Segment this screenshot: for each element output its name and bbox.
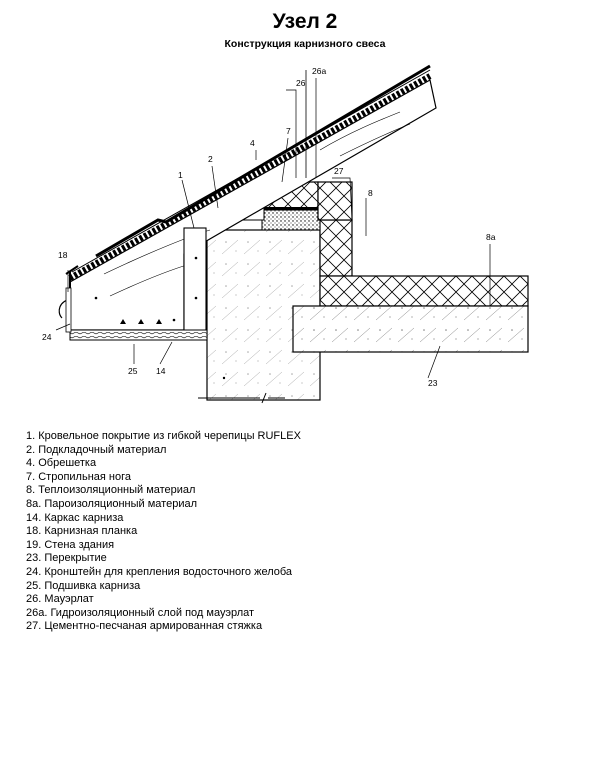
soffit xyxy=(69,319,208,341)
drip-edge xyxy=(58,265,79,333)
eave-section-drawing: 26a 26 7 4 2 1 27 8 8a 18 24 25 14 23 xyxy=(42,64,529,404)
page-subtitle: Конструкция карнизного свеса xyxy=(224,38,386,50)
legend-item: 19. Стена здания xyxy=(26,538,115,551)
page-title: Узел 2 xyxy=(272,10,338,33)
callout-8a: 8a xyxy=(486,232,496,242)
floor-slab xyxy=(292,305,529,353)
callout-7: 7 xyxy=(286,126,291,136)
legend-item: 14. Каркас карниза xyxy=(26,511,124,524)
callout-14: 14 xyxy=(156,366,166,376)
callout-4: 4 xyxy=(250,138,255,148)
legend-item: 24. Кронштейн для крепления водосточного… xyxy=(26,565,293,578)
legend-item: 27. Цементно-песчаная армированная стяжк… xyxy=(26,620,263,633)
legend-item: 2. Подкладочный материал xyxy=(26,443,167,456)
callout-24: 24 xyxy=(42,332,52,342)
legend-item: 26a. Гидроизоляционный слой под мауэрлат xyxy=(26,606,255,619)
legend-item: 18. Карнизная планка xyxy=(26,525,138,538)
legend-item: 8. Теплоизоляционный материал xyxy=(26,484,196,497)
leader-lines xyxy=(55,78,491,379)
sheathing xyxy=(68,73,432,281)
ceiling-insulation xyxy=(319,275,529,307)
callout-1: 1 xyxy=(178,170,183,180)
callout-27: 27 xyxy=(334,166,344,176)
callout-25: 25 xyxy=(128,366,138,376)
wall-insulation xyxy=(319,219,353,277)
callout-23: 23 xyxy=(428,378,438,388)
legend-item: 7. Стропильная нога xyxy=(26,470,131,483)
callout-18: 18 xyxy=(58,250,68,260)
screed xyxy=(261,209,321,231)
legend-item: 4. Обрешетка xyxy=(26,457,97,470)
legend-item: 8a. Пароизоляционный материал xyxy=(26,497,198,510)
callout-2: 2 xyxy=(208,154,213,164)
callout-8: 8 xyxy=(368,188,373,198)
legend-item: 1. Кровельное покрытие из гибкой черепиц… xyxy=(26,430,301,442)
legend: 1. Кровельное покрытие из гибкой черепиц… xyxy=(26,430,301,634)
callout-26: 26 xyxy=(296,78,306,88)
roof-shingles xyxy=(95,64,431,258)
legend-item: 23. Перекрытие xyxy=(26,552,107,565)
legend-item: 26. Мауэрлат xyxy=(26,593,94,606)
legend-item: 25. Подшивка карниза xyxy=(26,579,141,592)
callout-26a: 26a xyxy=(312,66,326,76)
